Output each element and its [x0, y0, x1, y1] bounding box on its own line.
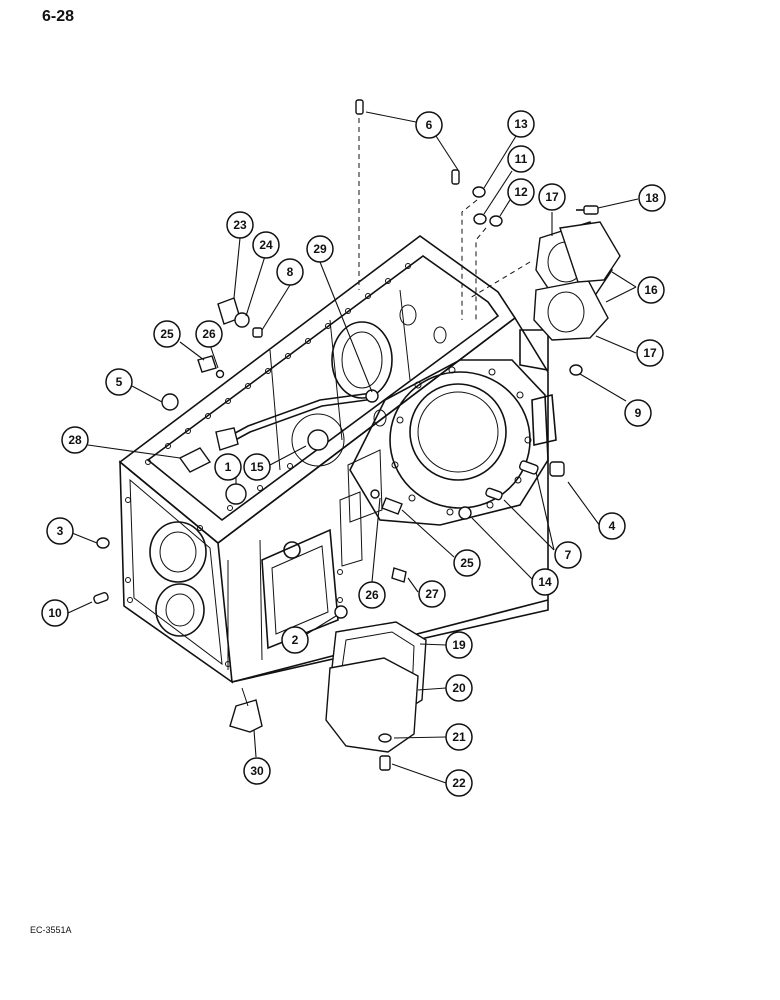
- callout-10: 10: [41, 599, 69, 627]
- callout-26-left: 26: [195, 320, 223, 348]
- callout-13: 13: [507, 110, 535, 138]
- callout-24: 24: [252, 231, 280, 259]
- callout-11-label: 11: [515, 152, 528, 166]
- callout-1: 1: [214, 453, 242, 481]
- callout-4: 4: [598, 512, 626, 540]
- callout-21: 21: [445, 723, 473, 751]
- callout-14: 14: [531, 568, 559, 596]
- callout-17-bottom: 17: [636, 339, 664, 367]
- callout-29-label: 29: [313, 242, 327, 256]
- callout-3-label: 3: [57, 524, 64, 538]
- callout-9-label: 9: [635, 406, 642, 420]
- callout-2-label: 2: [292, 633, 299, 647]
- page-number: 6-28: [42, 8, 75, 25]
- callout-18-label: 18: [645, 191, 659, 205]
- callout-10-label: 10: [48, 606, 62, 620]
- figure-code: EC-3551A: [30, 925, 72, 935]
- callout-25-right: 25: [453, 549, 481, 577]
- callout-8-label: 8: [287, 265, 294, 279]
- callout-26-left-label: 26: [202, 327, 216, 341]
- callout-24-label: 24: [259, 238, 273, 252]
- small-parts: [93, 99, 621, 771]
- callout-5: 5: [105, 368, 133, 396]
- callout-20: 20: [445, 674, 473, 702]
- callout-25-right-label: 25: [460, 556, 474, 570]
- callout-17-top: 17: [538, 183, 566, 211]
- callout-23-label: 23: [233, 218, 247, 232]
- callout-26-right-label: 26: [365, 588, 379, 602]
- callout-16: 16: [637, 276, 665, 304]
- callout-17-bottom-label: 17: [643, 346, 657, 360]
- lube-pipe: [225, 389, 379, 445]
- callout-6-label: 6: [426, 118, 433, 132]
- callout-4-label: 4: [609, 519, 616, 533]
- callout-11: 11: [507, 145, 535, 173]
- callout-29: 29: [306, 235, 334, 263]
- callout-3: 3: [46, 517, 74, 545]
- callout-25-left-label: 25: [160, 327, 174, 341]
- callout-22-label: 22: [452, 776, 466, 790]
- callout-28: 28: [61, 426, 89, 454]
- callout-23: 23: [226, 211, 254, 239]
- callout-2: 2: [281, 626, 309, 654]
- callout-15-label: 15: [250, 460, 264, 474]
- callout-7-label: 7: [565, 548, 572, 562]
- callout-28-label: 28: [68, 433, 82, 447]
- callout-15: 15: [243, 453, 271, 481]
- callout-22: 22: [445, 769, 473, 797]
- callout-18: 18: [638, 184, 666, 212]
- callout-5-label: 5: [116, 375, 123, 389]
- callout-7: 7: [554, 541, 582, 569]
- callout-6: 6: [415, 111, 443, 139]
- callout-13-label: 13: [514, 117, 528, 131]
- callout-19: 19: [445, 631, 473, 659]
- callout-25-left: 25: [153, 320, 181, 348]
- callout-26-right: 26: [358, 581, 386, 609]
- callout-21-label: 21: [452, 730, 466, 744]
- transmission-housing: [118, 235, 557, 684]
- callout-27-label: 27: [425, 587, 439, 601]
- callout-20-label: 20: [452, 681, 466, 695]
- callout-12-label: 12: [514, 185, 528, 199]
- callout-30: 30: [243, 757, 271, 785]
- callout-8: 8: [276, 258, 304, 286]
- callout-19-label: 19: [452, 638, 466, 652]
- callout-14-label: 14: [538, 575, 552, 589]
- callout-1-label: 1: [225, 460, 232, 474]
- callout-17-top-label: 17: [545, 190, 559, 204]
- callout-9: 9: [624, 399, 652, 427]
- callout-16-label: 16: [644, 283, 658, 297]
- callout-27: 27: [418, 580, 446, 608]
- callout-12: 12: [507, 178, 535, 206]
- callout-30-label: 30: [250, 764, 264, 778]
